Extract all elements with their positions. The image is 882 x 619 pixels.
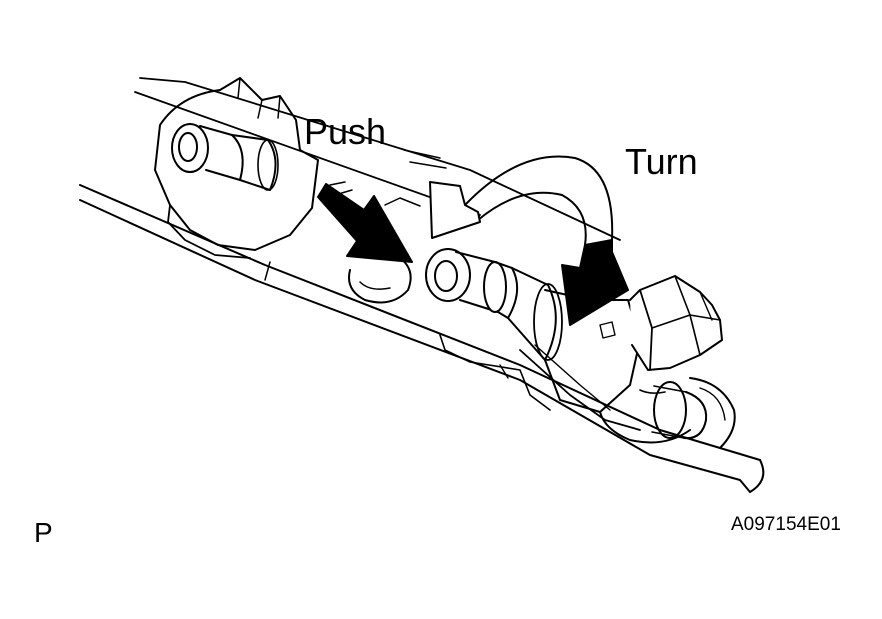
view-code-label: P	[34, 517, 53, 548]
left-injector	[154, 77, 447, 259]
delivery-pipe	[79, 77, 765, 493]
push-arrow-icon	[317, 183, 413, 263]
injector-socket	[348, 197, 421, 304]
figure-id-label: A097154E01	[731, 514, 841, 535]
push-label: Push	[304, 111, 387, 152]
turn-label: Turn	[625, 141, 698, 182]
right-injector	[425, 248, 736, 449]
turn-arrow-icon	[429, 155, 629, 326]
